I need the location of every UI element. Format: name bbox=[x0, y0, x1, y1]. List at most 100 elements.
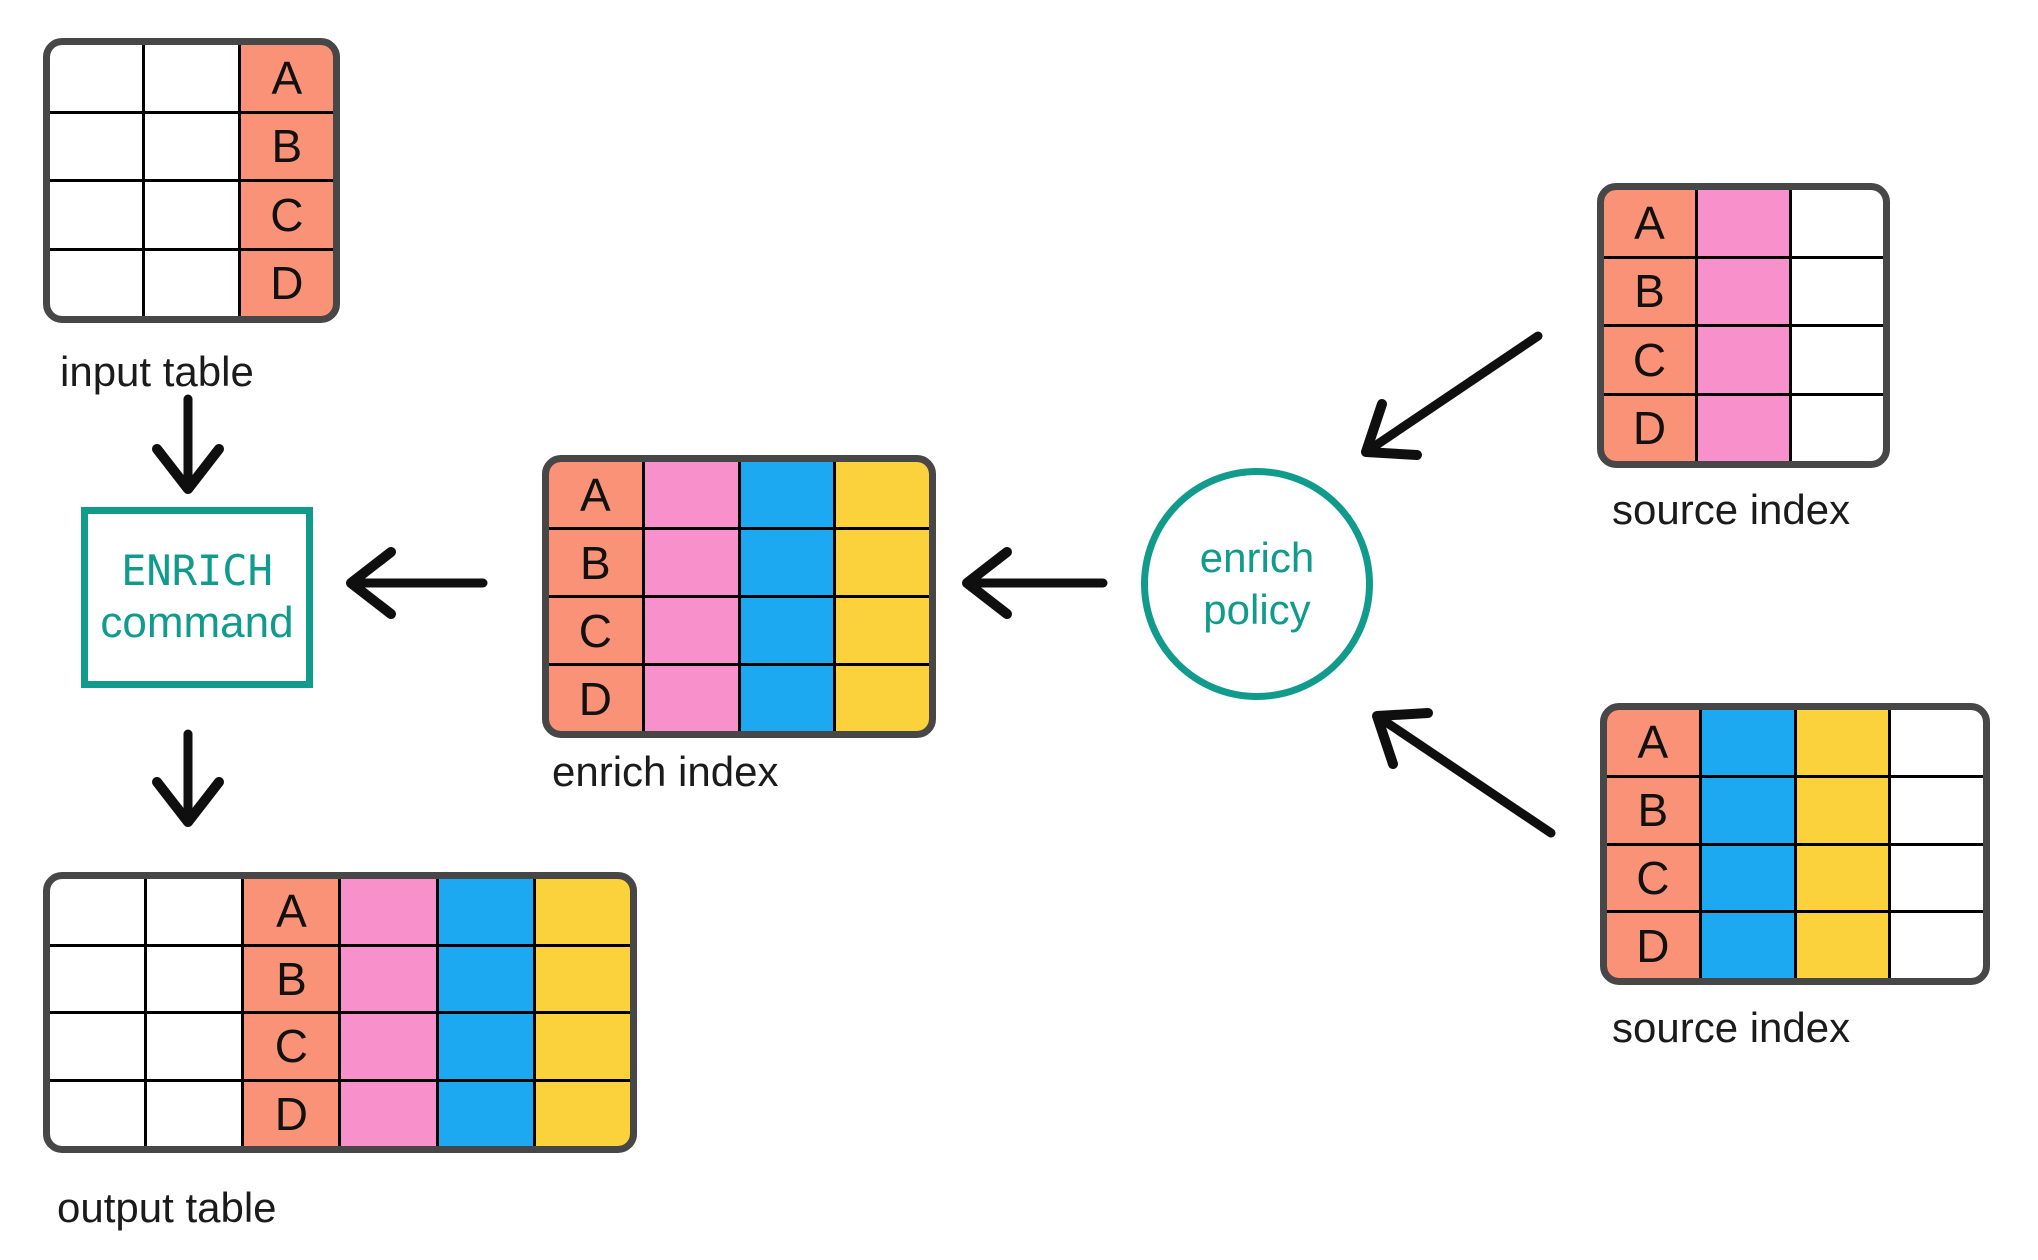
table-cell bbox=[50, 1081, 145, 1146]
table-cell bbox=[147, 879, 242, 944]
table-cell bbox=[1792, 258, 1883, 324]
table-cell bbox=[341, 1014, 436, 1079]
table-cell bbox=[535, 879, 630, 944]
table-cell bbox=[438, 1081, 533, 1146]
enrich-command-node: ENRICH command bbox=[81, 507, 313, 688]
enrich-policy-node: enrich policy bbox=[1141, 468, 1373, 700]
key-cell-B: B bbox=[1607, 777, 1699, 843]
table-cell bbox=[1891, 777, 1983, 843]
table-cell bbox=[145, 182, 238, 248]
arrow-enrich-index-to-command bbox=[346, 547, 488, 619]
table-cell bbox=[341, 946, 436, 1011]
output-table-label: output table bbox=[57, 1184, 277, 1231]
key-cell-B: B bbox=[1604, 258, 1695, 324]
table-cell bbox=[1701, 777, 1794, 843]
table-cell bbox=[1792, 395, 1883, 461]
table-cell bbox=[50, 113, 143, 179]
key-cell-A: A bbox=[240, 45, 333, 111]
table-cell bbox=[1701, 913, 1794, 978]
key-cell-D: D bbox=[1607, 913, 1699, 978]
input-table-label: input table bbox=[60, 348, 254, 395]
table-cell bbox=[1698, 395, 1789, 461]
enrich-policy-line1: enrich bbox=[1199, 533, 1315, 581]
table-cell bbox=[1792, 190, 1883, 256]
table-cell bbox=[836, 598, 929, 663]
table-cell bbox=[644, 530, 738, 595]
table-cell bbox=[1698, 190, 1789, 256]
enrich-index-label: enrich index bbox=[552, 748, 779, 795]
table-cell bbox=[836, 530, 929, 595]
table-cell bbox=[50, 182, 143, 248]
key-cell-D: D bbox=[1604, 395, 1695, 461]
table-cell bbox=[1701, 845, 1794, 911]
enrich-policy-line2: policy bbox=[1203, 586, 1311, 633]
key-cell-A: A bbox=[1604, 190, 1695, 256]
table-cell bbox=[438, 1014, 533, 1079]
key-cell-A: A bbox=[549, 462, 642, 527]
arrow-input-to-enrich-command bbox=[152, 394, 224, 494]
key-cell-C: C bbox=[240, 182, 333, 248]
arrow-source-bottom-to-policy bbox=[1372, 708, 1556, 838]
table-cell bbox=[836, 462, 929, 527]
table-cell bbox=[740, 462, 834, 527]
table-cell bbox=[50, 250, 143, 316]
table-cell bbox=[1796, 777, 1889, 843]
key-cell-D: D bbox=[549, 666, 642, 731]
enrich-command-word: command bbox=[100, 598, 294, 648]
key-cell-A: A bbox=[244, 879, 339, 944]
table-cell bbox=[535, 1014, 630, 1079]
table-cell bbox=[147, 946, 242, 1011]
table-cell bbox=[50, 879, 145, 944]
table-cell bbox=[145, 113, 238, 179]
table-cell bbox=[644, 462, 738, 527]
key-cell-D: D bbox=[244, 1081, 339, 1146]
table-cell bbox=[341, 879, 436, 944]
table-cell bbox=[740, 666, 834, 731]
key-cell-C: C bbox=[1604, 327, 1695, 393]
enrich-command-keyword: ENRICH bbox=[121, 546, 273, 596]
key-cell-A: A bbox=[1607, 710, 1699, 775]
key-cell-D: D bbox=[240, 250, 333, 316]
table-cell bbox=[50, 45, 143, 111]
table-cell bbox=[50, 1014, 145, 1079]
table-cell bbox=[145, 250, 238, 316]
table-cell bbox=[438, 879, 533, 944]
table-cell bbox=[1796, 845, 1889, 911]
table-cell bbox=[1698, 327, 1789, 393]
table-cell bbox=[740, 530, 834, 595]
table-cell bbox=[438, 946, 533, 1011]
table-cell bbox=[535, 1081, 630, 1146]
table-cell bbox=[147, 1081, 242, 1146]
table-cell bbox=[1891, 845, 1983, 911]
table-cell bbox=[147, 1014, 242, 1079]
table-cell bbox=[1792, 327, 1883, 393]
source-index-top-label: source index bbox=[1612, 486, 1851, 533]
key-cell-B: B bbox=[240, 113, 333, 179]
arrow-source-top-to-policy bbox=[1361, 331, 1543, 460]
table-cell bbox=[341, 1081, 436, 1146]
table-cell bbox=[50, 946, 145, 1011]
arrow-enrich-command-to-output bbox=[152, 729, 224, 827]
arrow-policy-to-enrich-index bbox=[962, 547, 1108, 619]
table-cell bbox=[644, 598, 738, 663]
table-cell bbox=[1891, 710, 1983, 775]
table-cell bbox=[836, 666, 929, 731]
key-cell-C: C bbox=[1607, 845, 1699, 911]
table-cell bbox=[145, 45, 238, 111]
table-cell bbox=[1796, 913, 1889, 978]
table-cell bbox=[644, 666, 738, 731]
table-cell bbox=[1698, 258, 1789, 324]
key-cell-B: B bbox=[244, 946, 339, 1011]
table-cell bbox=[535, 946, 630, 1011]
key-cell-B: B bbox=[549, 530, 642, 595]
key-cell-C: C bbox=[549, 598, 642, 663]
table-cell bbox=[1891, 913, 1983, 978]
table-cell bbox=[1701, 710, 1794, 775]
table-cell bbox=[1796, 710, 1889, 775]
